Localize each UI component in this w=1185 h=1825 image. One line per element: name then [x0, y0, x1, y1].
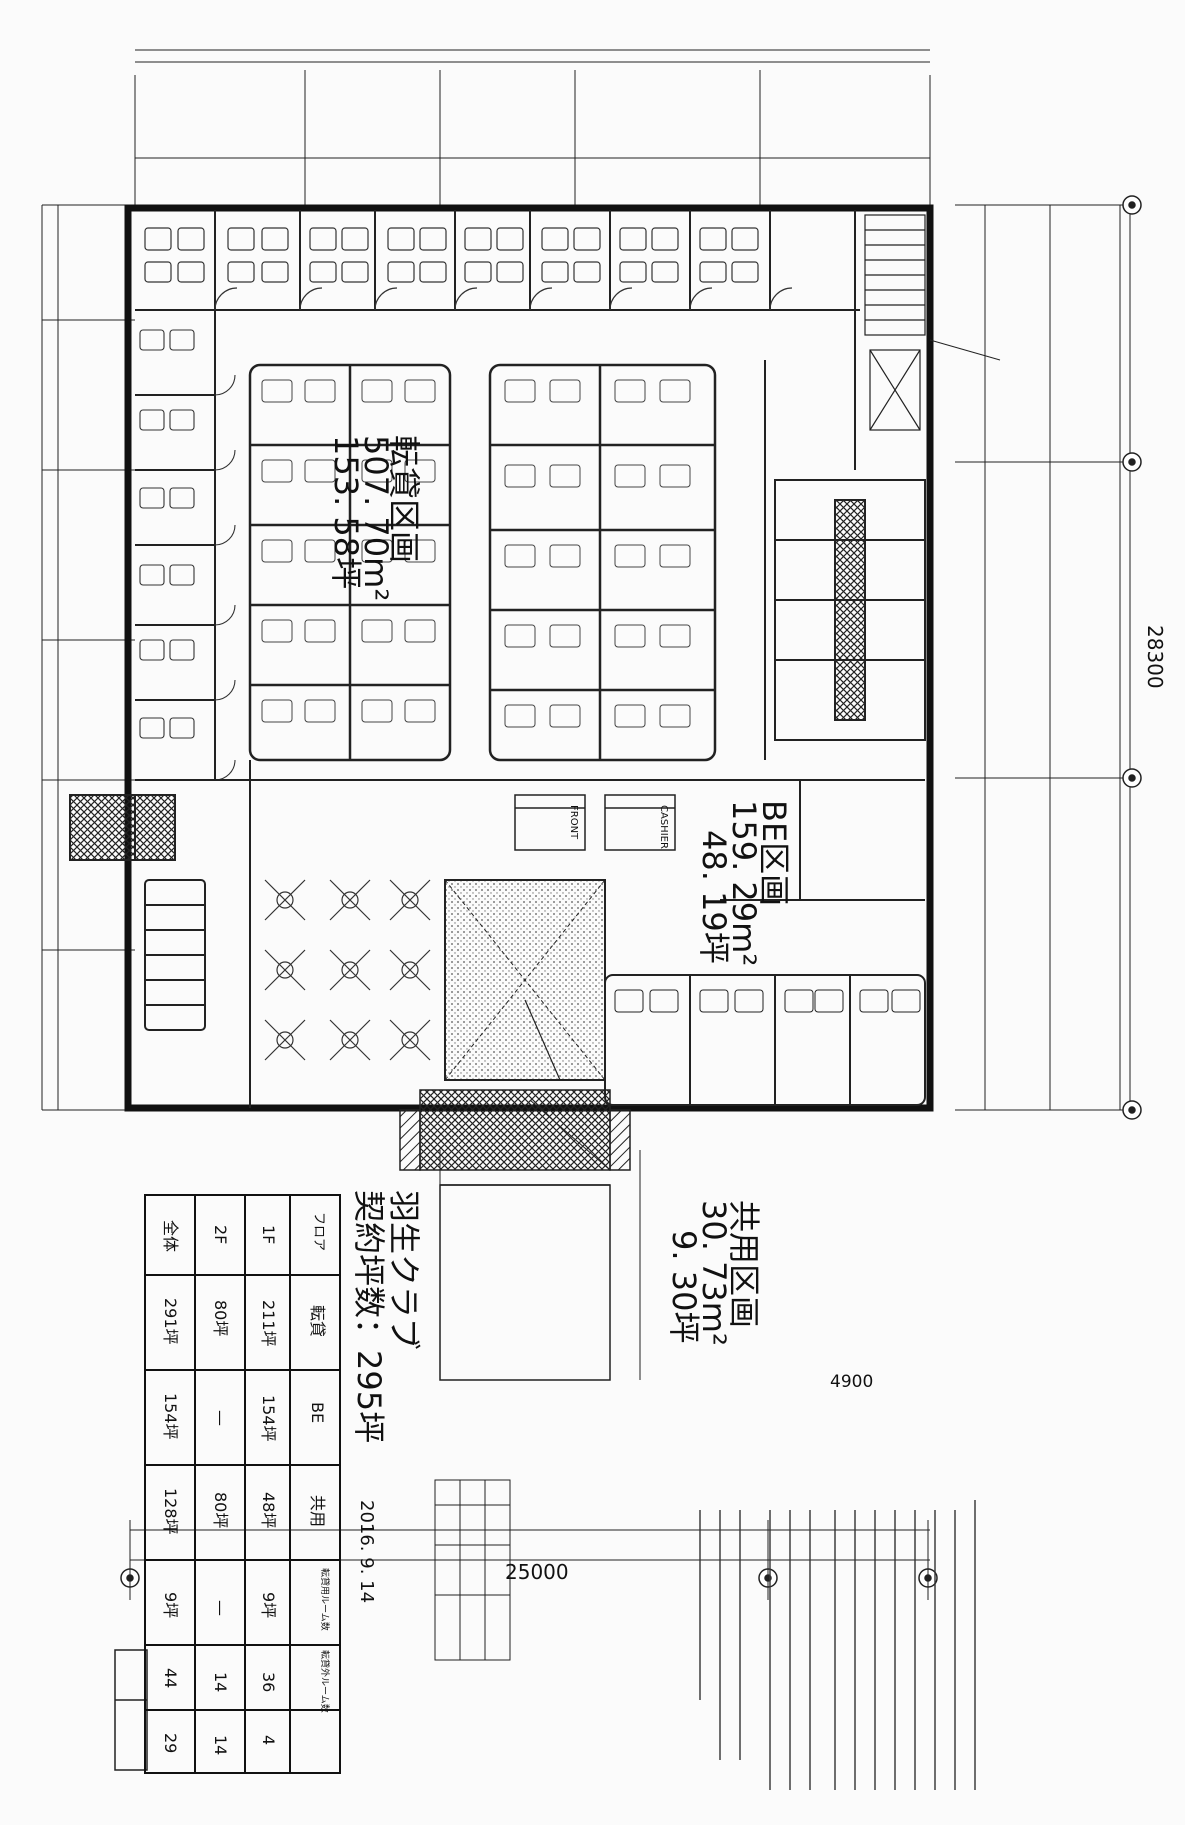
common-area-tsubo: 9. 30坪 — [665, 1230, 703, 1344]
notes-block — [699, 1500, 976, 1790]
central-room-grid-left — [248, 363, 452, 762]
right-dimension-lines — [955, 204, 1135, 1111]
table-cell: — — [211, 1600, 230, 1616]
central-room-grid-right — [488, 363, 717, 762]
table-cell: 14 — [211, 1672, 230, 1693]
table-header-tenant-rooms: 転貸用ルーム数 — [319, 1568, 329, 1631]
table-cell: 9坪 — [161, 1592, 180, 1619]
top-room-furniture — [144, 227, 793, 311]
table-cell: 2F — [211, 1225, 230, 1245]
lower-left-rooms — [69, 760, 720, 1108]
front-cashier-counters — [514, 794, 676, 851]
table-header-tenant: 転貸 — [308, 1305, 327, 1338]
left-room-column — [135, 310, 216, 781]
table-cell: 211坪 — [259, 1300, 278, 1347]
cashier-label: CASHIER — [658, 805, 669, 849]
table-date: 2016. 9. 14 — [356, 1500, 377, 1604]
overall-dimension-bottom: 25000 — [505, 1560, 569, 1584]
title-stamp — [114, 1649, 148, 1771]
table-cell: 44 — [161, 1668, 180, 1689]
left-dimension-lines — [41, 204, 135, 1111]
table-cell: 29 — [161, 1733, 180, 1754]
table-cell: — — [211, 1410, 230, 1426]
contract-area: 契約坪数：295坪 — [350, 1190, 388, 1444]
be-area-rooms — [720, 360, 926, 901]
table-cell: 4 — [259, 1735, 278, 1746]
table-cell: 128坪 — [161, 1488, 180, 1535]
table-header-common: 共用 — [308, 1495, 327, 1528]
atrium — [444, 879, 606, 1081]
tenant-area-tsubo: 153. 58坪 — [327, 435, 365, 590]
central-left-furniture — [261, 379, 436, 723]
club-name: 羽生クラブ — [385, 1190, 423, 1351]
table-cell: 9坪 — [259, 1592, 278, 1619]
lounge-seating — [264, 879, 431, 1061]
central-right-furniture — [504, 379, 691, 728]
front-label: FRONT — [568, 805, 579, 840]
stair-core-top-right — [864, 214, 1001, 431]
table-cell: 154坪 — [259, 1395, 278, 1442]
table-header-floor: フロア — [311, 1212, 326, 1252]
leader-lines — [529, 1099, 641, 1220]
table-cell: 14 — [211, 1735, 230, 1756]
entrance-hatch — [399, 1089, 631, 1381]
table-header-be: BE — [308, 1402, 327, 1424]
table-cell: 全体 — [161, 1220, 180, 1253]
table-cell: 1F — [259, 1225, 278, 1245]
table-cell: 154坪 — [161, 1393, 180, 1440]
be-area-lower-rooms — [604, 974, 926, 1106]
right-segment-dimension: 4900 — [830, 1372, 874, 1392]
small-legend-table — [434, 1479, 511, 1661]
table-cell: 291坪 — [161, 1298, 180, 1345]
left-room-furniture — [139, 329, 236, 781]
top-dimension-lines — [134, 49, 931, 205]
top-room-row — [135, 210, 860, 470]
table-cell: 80坪 — [211, 1492, 230, 1529]
be-area-tsubo: 48. 19坪 — [695, 830, 733, 964]
overall-dimension-right: 28300 — [1143, 625, 1167, 689]
grid-bubbles — [120, 195, 1142, 1588]
table-header-other-rooms: 転貸外ルーム数 — [319, 1650, 329, 1713]
table-cell: 80坪 — [211, 1300, 230, 1337]
table-cell: 36 — [259, 1672, 278, 1693]
table-cell: 48坪 — [259, 1492, 278, 1529]
